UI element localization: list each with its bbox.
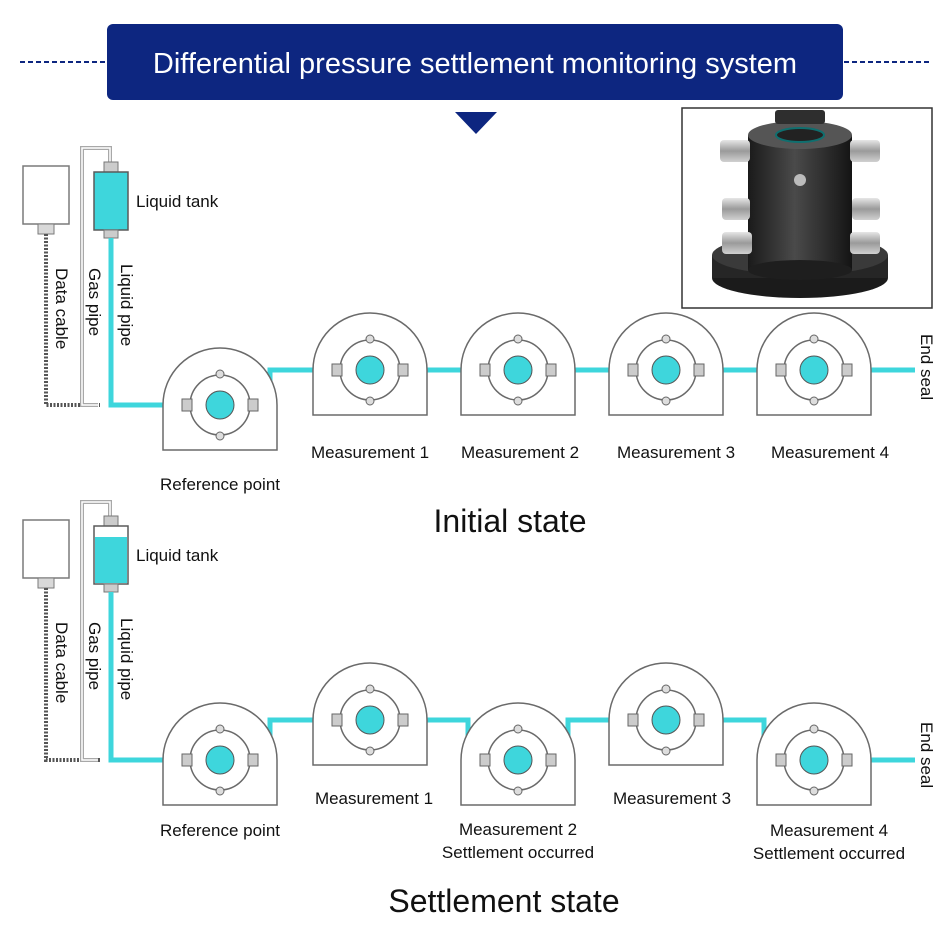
label-measurement-4: Measurement 4 bbox=[771, 443, 889, 462]
label-measurement-1: Measurement 1 bbox=[311, 443, 429, 462]
label-measurement-3: Measurement 3 bbox=[617, 443, 735, 462]
label-liquid-tank: Liquid tank bbox=[136, 546, 219, 565]
label-data-cable: Data cable bbox=[52, 622, 71, 703]
sensor-reference-point bbox=[162, 702, 278, 806]
sensor-photo-icon bbox=[681, 107, 933, 309]
liquid-pipe bbox=[108, 238, 182, 408]
triangle-down-icon bbox=[455, 112, 497, 134]
sensor-measurement-1 bbox=[312, 662, 428, 766]
label-liquid-tank: Liquid tank bbox=[136, 192, 219, 211]
liquid-tank bbox=[93, 171, 129, 231]
label-reference-point: Reference point bbox=[160, 821, 280, 840]
label-liquid-pipe: Liquid pipe bbox=[117, 264, 136, 346]
liquid-pipe bbox=[108, 592, 182, 763]
sensor-measurement-2 bbox=[460, 702, 576, 806]
settlement-state-diagram: Liquid tank Data cable Gas pipe Liquid p… bbox=[22, 500, 936, 919]
title-banner: Differential pressure settlement monitor… bbox=[20, 24, 930, 134]
label-end-seal: End seal bbox=[917, 334, 936, 400]
label-measurement-1: Measurement 1 bbox=[315, 789, 433, 808]
label-measurement-4-note: Settlement occurred bbox=[753, 844, 905, 863]
data-logger-box bbox=[22, 165, 70, 225]
label-measurement-4: Measurement 4 bbox=[770, 821, 888, 840]
page-title: Differential pressure settlement monitor… bbox=[153, 48, 797, 80]
label-reference-point: Reference point bbox=[160, 475, 280, 494]
label-data-cable: Data cable bbox=[52, 268, 71, 349]
sensor-measurement-4 bbox=[756, 702, 872, 806]
banner-box bbox=[107, 24, 843, 100]
label-gas-pipe: Gas pipe bbox=[85, 622, 104, 690]
label-liquid-pipe: Liquid pipe bbox=[117, 618, 136, 700]
sensor-measurement-2 bbox=[460, 312, 576, 416]
label-measurement-3: Measurement 3 bbox=[613, 789, 731, 808]
heading-settlement-state: Settlement state bbox=[388, 883, 619, 919]
sensor-measurement-3 bbox=[608, 662, 724, 766]
label-measurement-2: Measurement 2 bbox=[461, 443, 579, 462]
sensor-measurement-1 bbox=[312, 312, 428, 416]
sensor-measurement-3 bbox=[608, 312, 724, 416]
data-logger-box bbox=[22, 519, 70, 579]
sensor-reference-point bbox=[162, 347, 278, 451]
initial-state-diagram: Liquid tank Data cable Gas pipe Liquid p… bbox=[22, 146, 936, 539]
label-gas-pipe: Gas pipe bbox=[85, 268, 104, 336]
sensor-measurement-4 bbox=[756, 312, 872, 416]
heading-initial-state: Initial state bbox=[434, 503, 587, 539]
label-end-seal: End seal bbox=[917, 722, 936, 788]
label-measurement-2: Measurement 2 bbox=[459, 820, 577, 839]
label-measurement-2-note: Settlement occurred bbox=[442, 843, 594, 862]
